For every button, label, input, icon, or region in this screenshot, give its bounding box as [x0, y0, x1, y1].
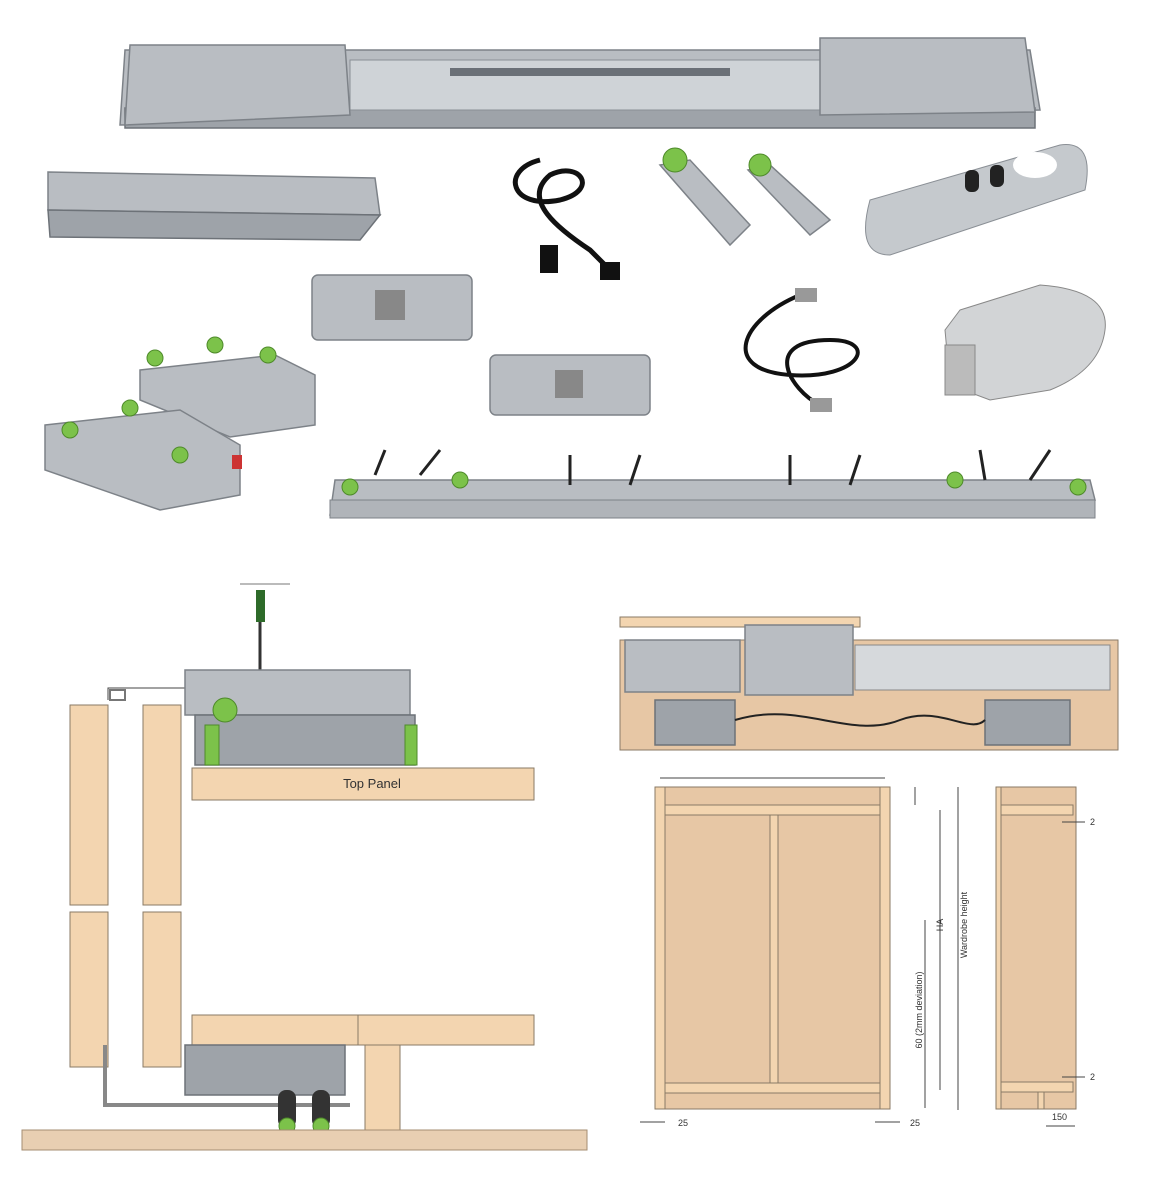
- front-view-diagram: HA Wardrobe height 60 (2mm deviation) 25…: [640, 777, 1095, 1128]
- remote-control: [865, 144, 1088, 256]
- main-track-rail: [119, 37, 1041, 129]
- top-panel-label: Top Panel: [343, 776, 401, 791]
- top-gap-label: 2: [1090, 817, 1095, 827]
- screwdriver-icon: [256, 590, 265, 670]
- right-margin-label: 25: [910, 1118, 920, 1128]
- belt-clamp-1: [311, 274, 473, 341]
- top-panel: [191, 767, 535, 801]
- door-guide-rail: [329, 449, 1096, 519]
- track-bracket: [47, 171, 382, 241]
- wardrobe-height-label: Wardrobe height: [959, 891, 969, 958]
- section-view: Top Panel: [21, 583, 588, 1151]
- power-cord: [512, 157, 620, 280]
- sensor-cable: [743, 288, 860, 412]
- mechanism-view: [619, 616, 1119, 751]
- deviation-label: 60 (2mm deviation): [914, 971, 924, 1048]
- ha-label: HA: [935, 919, 945, 932]
- left-margin-label: 25: [678, 1118, 688, 1128]
- bottom-gap-label: 2: [1090, 1072, 1095, 1082]
- cam-stopper: [944, 284, 1106, 401]
- motor-units: [44, 336, 316, 511]
- belt-clamp-2: [489, 354, 651, 416]
- side-width-label: 150: [1052, 1112, 1067, 1122]
- roller-brackets: [658, 147, 832, 247]
